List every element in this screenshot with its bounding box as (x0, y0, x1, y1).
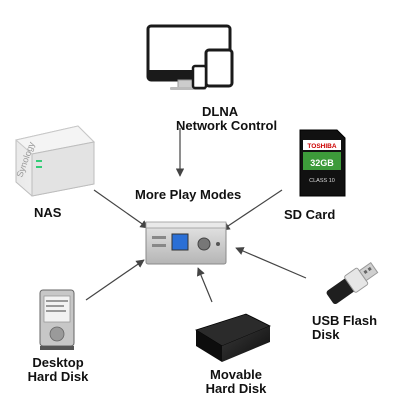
player-screen (171, 233, 189, 251)
network-music-player (145, 221, 227, 265)
nas-label: NAS (34, 205, 62, 220)
movable-label-line2: Hard Disk (205, 381, 267, 396)
sd-card-label: SD Card (284, 207, 336, 222)
nas-icon: Synology (14, 125, 96, 197)
usb-label-line2: Disk (312, 327, 340, 342)
arrow-nas (93, 189, 149, 229)
usb-label: USB Flash Disk (312, 314, 377, 342)
arrow-desktop (85, 259, 145, 301)
sd-card-icon: TOSHIBA 32GB CLASS 10 (299, 129, 346, 197)
dlna-label-line1: DLNA (202, 104, 239, 119)
movable-label-line1: Movable (209, 367, 262, 382)
desktop-label: Desktop Hard Disk (18, 356, 98, 384)
svg-text:TOSHIBA: TOSHIBA (307, 143, 336, 150)
portable-hard-disk-icon (195, 313, 271, 362)
connection-arrows (85, 128, 307, 303)
dlna-label: DLNA Network Control (176, 105, 296, 133)
svg-text:CLASS 10: CLASS 10 (309, 178, 335, 184)
player-knob (197, 237, 211, 251)
usb-flash-icon (326, 262, 379, 304)
arrow-movable (196, 267, 213, 303)
usb-label-line1: USB Flash (312, 313, 378, 328)
desktop-label-line2: Hard Disk (27, 369, 89, 384)
dlna-label-line2: Network Control (176, 118, 278, 133)
arrow-usb (235, 247, 307, 279)
svg-text:32GB: 32GB (310, 158, 334, 168)
movable-label: Movable Hard Disk (196, 368, 276, 396)
arrow-sd (221, 189, 283, 231)
desktop-hard-disk-icon (39, 289, 75, 350)
desktop-label-line1: Desktop (32, 355, 84, 370)
center-title: More Play Modes (135, 187, 242, 202)
monitor-tablet-phone-icon (146, 24, 234, 90)
